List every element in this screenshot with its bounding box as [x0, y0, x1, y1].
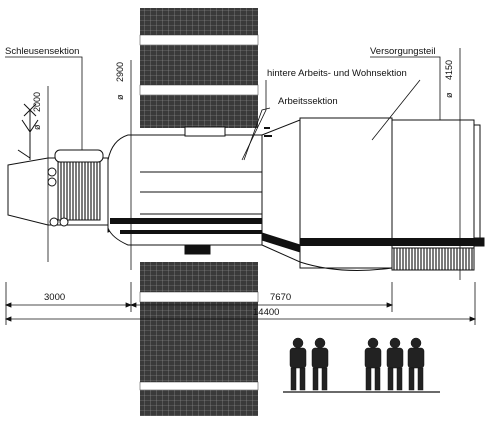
supply-diameter-label: 4150 [444, 60, 454, 80]
work-label: Arbeitssektion [278, 96, 338, 107]
antenna-icon [17, 103, 39, 160]
cosmonaut-figure-icon [283, 337, 440, 393]
total-length-label: 14400 [253, 307, 279, 318]
airlock-label: Schleusensektion [5, 46, 79, 57]
supply-section [391, 119, 485, 271]
rear-work-living-section [299, 117, 393, 271]
work-diameter-symbol: ø [115, 94, 125, 100]
solar-panel-icon [139, 8, 259, 416]
airlock-length-label: 3000 [44, 292, 65, 303]
transition-cone [261, 119, 301, 263]
work-diameter-label: 2900 [115, 62, 125, 82]
airlock-diameter-symbol: ø [32, 124, 42, 130]
supply-diameter-symbol: ø [444, 92, 454, 98]
airlock-section [7, 149, 126, 233]
middle-length-label: 7670 [270, 292, 291, 303]
work-section [107, 126, 263, 255]
rear-work-living-label: hintere Arbeits- und Wohnsektion [267, 68, 407, 79]
supply-label: Versorgungsteil [370, 46, 435, 57]
airlock-diameter-label: 2000 [32, 92, 42, 112]
